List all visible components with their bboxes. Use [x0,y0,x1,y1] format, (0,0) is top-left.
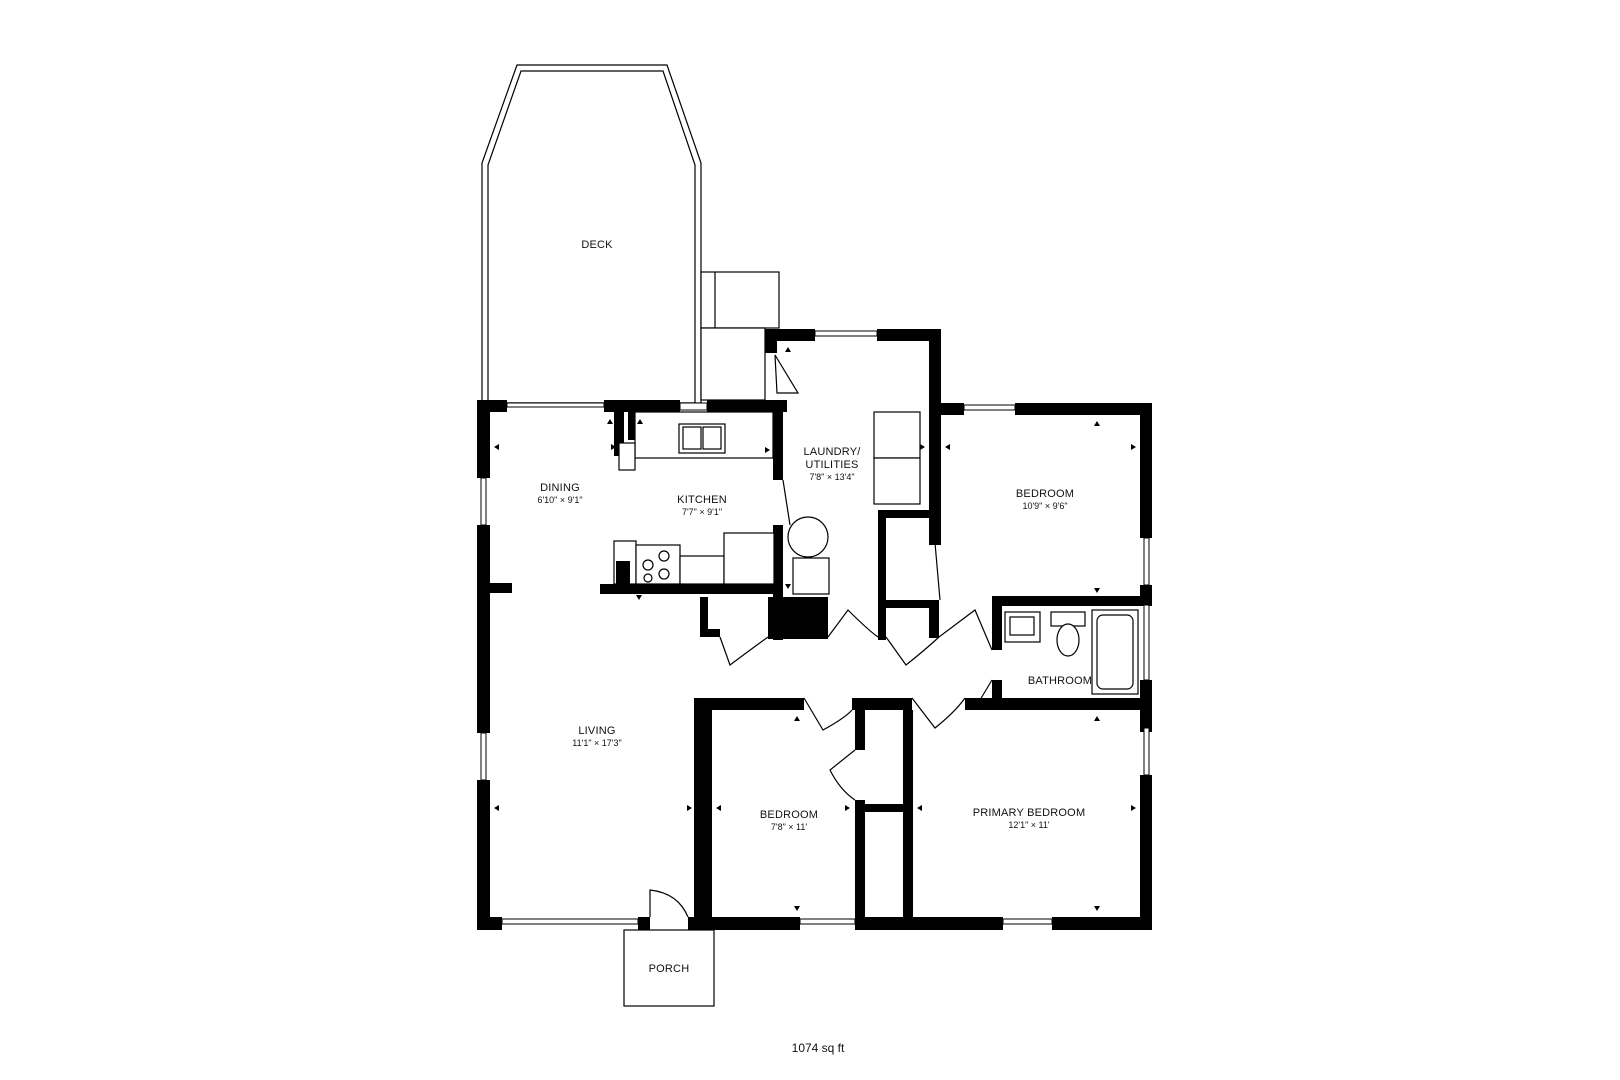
porch-label: PORCH [649,963,690,975]
fixtures [613,411,1139,1007]
living-label: LIVING [578,725,615,737]
dimension-markers [494,347,1136,911]
bedroom-ne-label: BEDROOM [1016,488,1074,500]
laundry-label-line1: LAUNDRY/ [803,446,861,458]
deck-steps [700,271,780,401]
living-dims: 11'1" × 17'3" [572,738,621,748]
bedroom-ne-dims: 10'9" × 9'6" [1022,501,1067,511]
deck-outline [481,64,702,404]
primary-bedroom-label: PRIMARY BEDROOM [973,807,1086,819]
bathroom-label: BATHROOM [1028,675,1092,687]
kitchen-dims: 7'7" × 9'1" [682,507,722,517]
bedroom-s-dims: 7'8" × 11' [771,822,808,832]
dining-dims: 6'10" × 9'1" [537,495,582,505]
kitchen-label: KITCHEN [677,494,727,506]
primary-bedroom-dims: 12'1" × 11' [1008,820,1050,830]
doors [649,354,993,918]
total-area: 1074 sq ft [792,1041,845,1055]
windows [480,330,1150,925]
bedroom-s-label: BEDROOM [760,809,818,821]
laundry-label-line2: UTILITIES [805,459,858,471]
dining-label: DINING [540,482,580,494]
laundry-dims: 7'8" × 13'4" [809,472,854,482]
walls [477,329,1152,930]
deck-label: DECK [581,239,613,251]
